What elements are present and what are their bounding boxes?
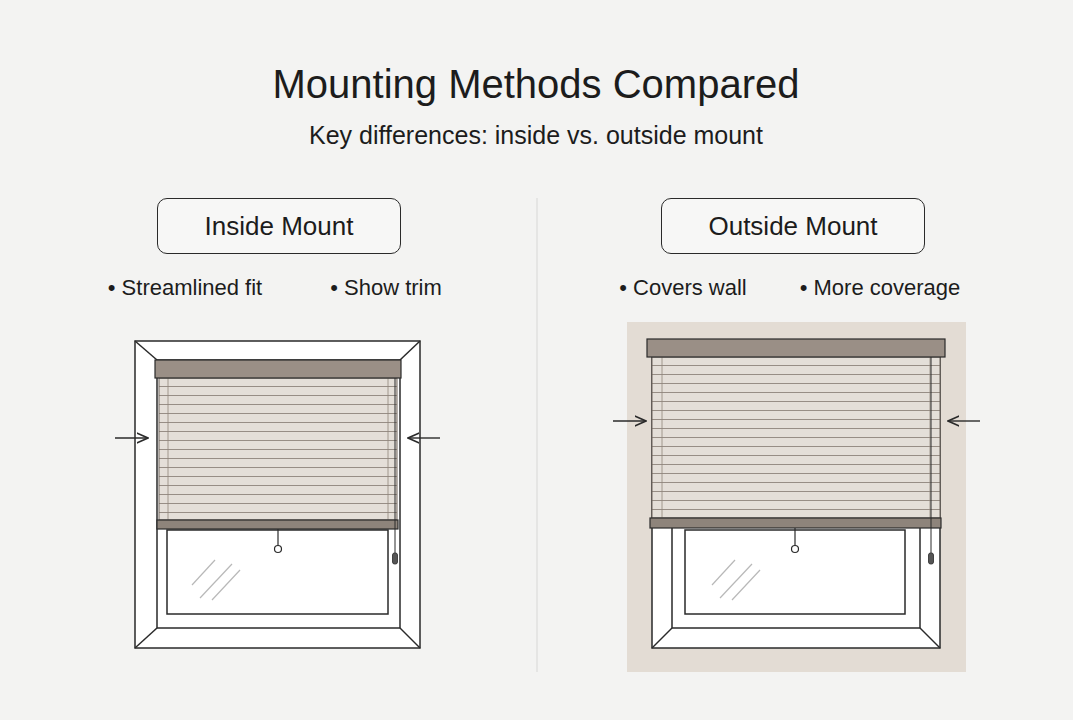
box-label: Outside Mount bbox=[708, 211, 877, 242]
box-label: Inside Mount bbox=[205, 211, 354, 242]
subtitle: Key differences: inside vs. outside moun… bbox=[309, 121, 763, 150]
feature-bullet: • More coverage bbox=[800, 275, 961, 301]
feature-bullet: • Show trim bbox=[330, 275, 442, 301]
mount-type-box: Inside Mount bbox=[157, 198, 401, 254]
feature-bullet: • Covers wall bbox=[619, 275, 747, 301]
feature-bullet: • Streamlined fit bbox=[108, 275, 262, 301]
mount-type-box: Outside Mount bbox=[661, 198, 925, 254]
diagram-title: Mounting Methods Compared bbox=[273, 62, 800, 107]
